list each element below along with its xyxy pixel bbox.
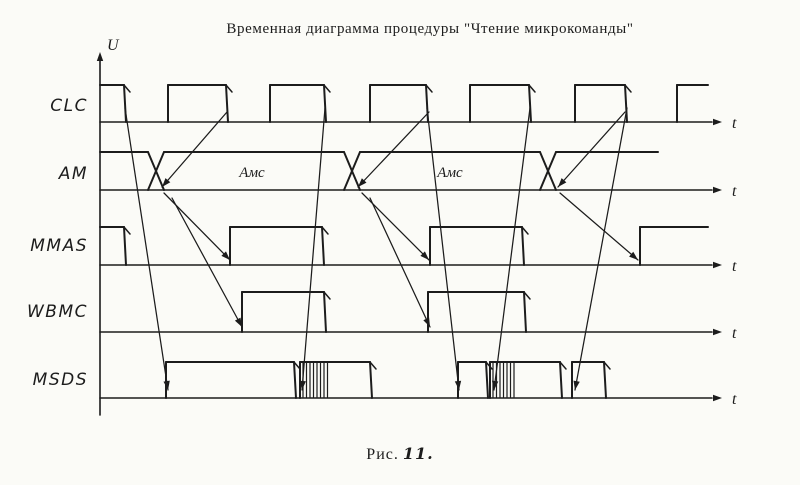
- svg-text:t: t: [732, 183, 737, 200]
- diagram-title: Временная диаграмма процедуры "Чтение ми…: [226, 21, 634, 37]
- svg-text:WBMC: WBMC: [27, 302, 88, 322]
- svg-text:MSDS: MSDS: [33, 370, 88, 390]
- svg-text:t: t: [732, 115, 737, 132]
- svg-text:U: U: [107, 37, 120, 54]
- svg-text:t: t: [732, 325, 737, 342]
- figure-caption: Рис.11.: [0, 444, 800, 464]
- svg-text:Амс: Амс: [238, 165, 265, 181]
- svg-text:CLC: CLC: [50, 96, 88, 116]
- figure-caption-number: 11.: [402, 444, 434, 463]
- svg-text:t: t: [732, 258, 737, 275]
- figure-caption-prefix: Рис.: [366, 446, 399, 463]
- svg-text:t: t: [732, 391, 737, 408]
- svg-text:Амс: Амс: [436, 165, 463, 181]
- svg-text:AM: AM: [58, 164, 88, 184]
- svg-text:MMAS: MMAS: [30, 236, 88, 256]
